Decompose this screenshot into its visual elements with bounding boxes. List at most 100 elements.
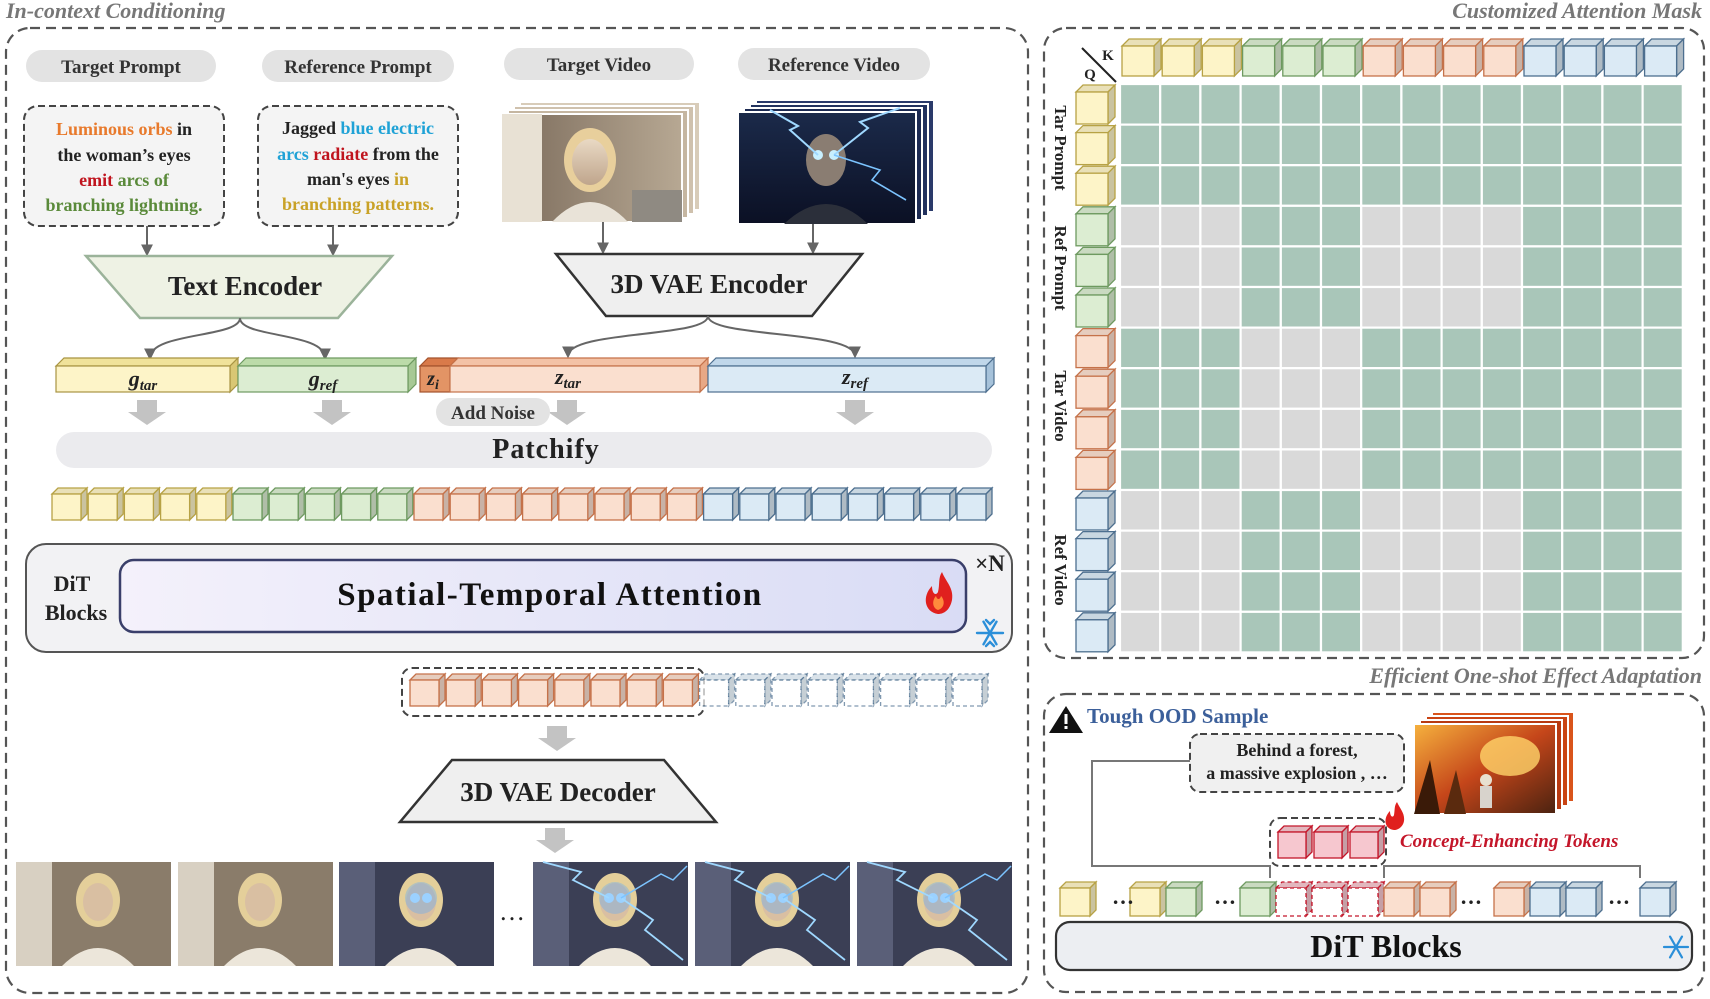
mask-cell-attend [1199,407,1242,451]
mask-cell-attend [1480,82,1524,126]
mask-cell-blocked [1400,488,1443,532]
encoder-input-arrows [141,222,819,257]
patch-token [810,486,849,522]
mask-cell-attend [1319,204,1363,248]
mask-cell-attend [1601,367,1644,410]
adapt-dit-label: DiT Blocks [1310,928,1461,964]
add-noise-label: Add Noise [451,403,535,424]
mask-cell-attend [1601,245,1644,289]
mask-cell-attend [1159,367,1202,410]
output-reference-token [770,672,809,708]
mask-cell-attend [1159,123,1202,167]
mask-cell-blocked [1480,204,1524,248]
mask-cell-attend [1159,164,1202,207]
ood-connector-lines [1091,760,1641,878]
mask-cell-blocked [1279,326,1323,370]
mask-cell-attend [1561,82,1604,126]
mask-cell-blocked [1360,285,1403,329]
mask-cell-blocked [1400,570,1443,613]
mask-cell-attend [1239,82,1282,126]
svg-text:Q: Q [1084,67,1096,83]
svg-text:…: … [1214,884,1236,909]
mask-cell-blocked [1199,488,1242,532]
mask-cell-attend [1641,285,1684,329]
mask-cell-attend [1480,448,1524,492]
dit-label-line2: Blocks [45,600,108,625]
mask-cell-attend [1118,407,1162,451]
mask-query-token [1074,83,1117,126]
mask-cell-blocked [1199,610,1242,654]
mask-cell-attend [1360,448,1403,492]
attention-mask-grid [1118,82,1684,654]
mask-cell-attend [1239,529,1282,573]
mask-cell-blocked [1480,570,1524,613]
mask-cell-blocked [1319,407,1363,451]
patch-token [122,486,161,522]
mask-cell-blocked [1118,285,1162,329]
mask-cell-blocked [1400,204,1443,248]
mask-cell-attend [1520,610,1564,654]
mask-cell-attend [1400,367,1443,410]
adapt-token [1238,880,1278,918]
mask-cell-attend [1520,529,1564,573]
output-target-token [517,672,556,708]
svg-text:…: … [1460,884,1482,909]
mask-column-tokens [1120,37,1686,78]
mask-cell-attend [1641,204,1684,248]
mask-query-token [1074,205,1117,248]
patch-token [340,486,379,522]
mask-cell-attend [1199,82,1242,126]
adapt-token [1128,880,1168,918]
mask-key-token [1401,37,1444,78]
concept-token [1276,824,1314,860]
patch-token [846,486,885,522]
svg-text:gref: gref [308,366,339,394]
mask-cell-attend [1641,367,1684,410]
mask-cell-attend [1601,488,1644,532]
mask-cell-attend [1360,164,1403,207]
mask-cell-attend [1279,123,1323,167]
dit-blocks-container: DiT Blocks Spatial-Temporal Attention ×N [25,543,1013,653]
mask-cell-attend [1641,570,1684,613]
mask-cell-attend [1118,326,1162,370]
mask-cell-attend [1360,407,1403,451]
mask-cell-attend [1400,123,1443,167]
mask-cell-attend [1641,448,1684,492]
mask-cell-attend [1440,367,1483,410]
patch-token [195,486,234,522]
mask-cell-attend [1520,204,1564,248]
mask-cell-attend [1440,82,1483,126]
mask-cell-attend [1561,488,1604,532]
mask-cell-attend [1480,326,1524,370]
output-target-token [589,672,628,708]
mask-cell-attend [1279,529,1323,573]
concept-token [1348,824,1386,860]
mask-cell-attend [1601,570,1644,613]
mask-cell-attend [1601,448,1644,492]
token-bar-z-ref: zref [706,356,996,394]
mask-cell-attend [1520,488,1564,532]
target-prompt-pill-label: Target Prompt [61,57,181,78]
reference-video-frames [737,99,935,225]
mask-panel-border [1042,26,1706,660]
mask-cell-blocked [1360,245,1403,289]
patch-token [738,486,777,522]
output-target-token [661,672,700,708]
mask-query-token [1074,408,1117,451]
text-encoder-label: Text Encoder [168,271,322,301]
svg-text:branching lightning.: branching lightning. [45,195,202,215]
mask-cell-attend [1199,448,1242,492]
mask-cell-blocked [1440,285,1483,329]
mask-cell-attend [1641,610,1684,654]
mask-cell-attend [1641,488,1684,532]
mask-cell-blocked [1319,448,1363,492]
adapt-token [1638,880,1678,918]
adapt-token [1564,880,1604,918]
left-panel-border [4,26,1030,995]
output-video-frames [16,861,1012,966]
mask-cell-attend [1239,488,1282,532]
mask-cell-attend [1279,285,1323,329]
concept-placeholder-token [1274,880,1314,918]
svg-text:the woman’s eyes: the woman’s eyes [57,145,190,165]
ood-video-frames [1413,711,1575,815]
